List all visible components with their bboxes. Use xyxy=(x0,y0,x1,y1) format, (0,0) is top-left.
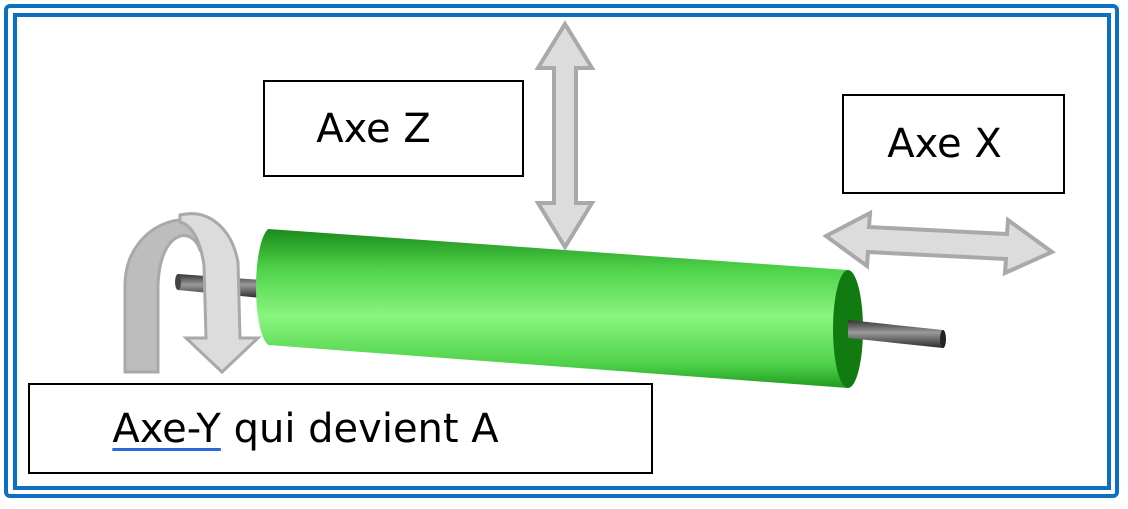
right-shaft xyxy=(848,320,946,348)
axis-x-label: Axe X xyxy=(842,94,1065,194)
axis-z-text: Axe Z xyxy=(316,105,431,152)
x-axis-arrow-icon xyxy=(822,209,1056,277)
axis-y-label: Axe-Y qui devient A xyxy=(28,383,653,474)
axis-y-link[interactable]: Axe-Y xyxy=(112,405,221,452)
axis-x-text: Axe X xyxy=(887,121,1002,167)
green-cylinder xyxy=(256,229,863,388)
outer-frame xyxy=(4,4,1119,498)
axis-z-label: Axe Z xyxy=(263,80,524,177)
z-axis-arrow-icon xyxy=(534,20,596,251)
axis-y-text: qui devient A xyxy=(220,405,499,452)
rotation-arrow-icon xyxy=(123,212,262,375)
inner-frame xyxy=(13,13,1111,490)
